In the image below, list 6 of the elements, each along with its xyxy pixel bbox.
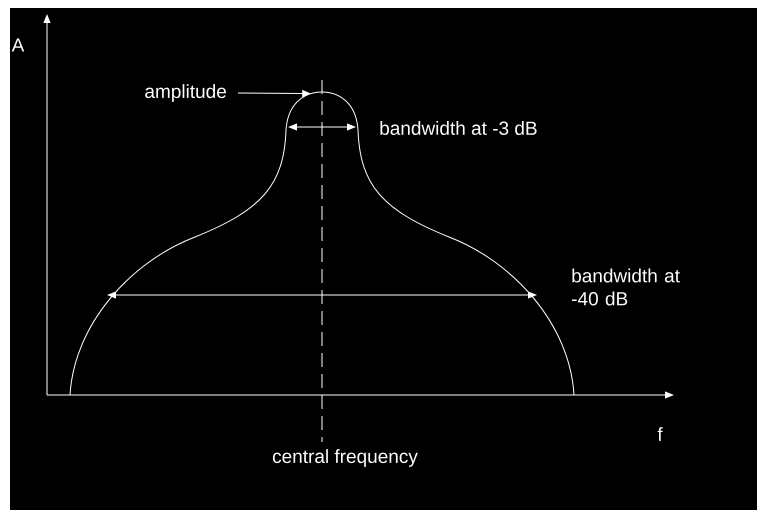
axis-label: central frequency — [272, 449, 418, 467]
annotation-text: bandwidth at -3 dB — [380, 121, 537, 135]
axis-label: A — [12, 38, 24, 52]
annotation-text: bandwidth at -40 dB — [572, 268, 680, 306]
axis-label: f — [658, 427, 663, 441]
label-text: amplitude — [145, 84, 226, 102]
